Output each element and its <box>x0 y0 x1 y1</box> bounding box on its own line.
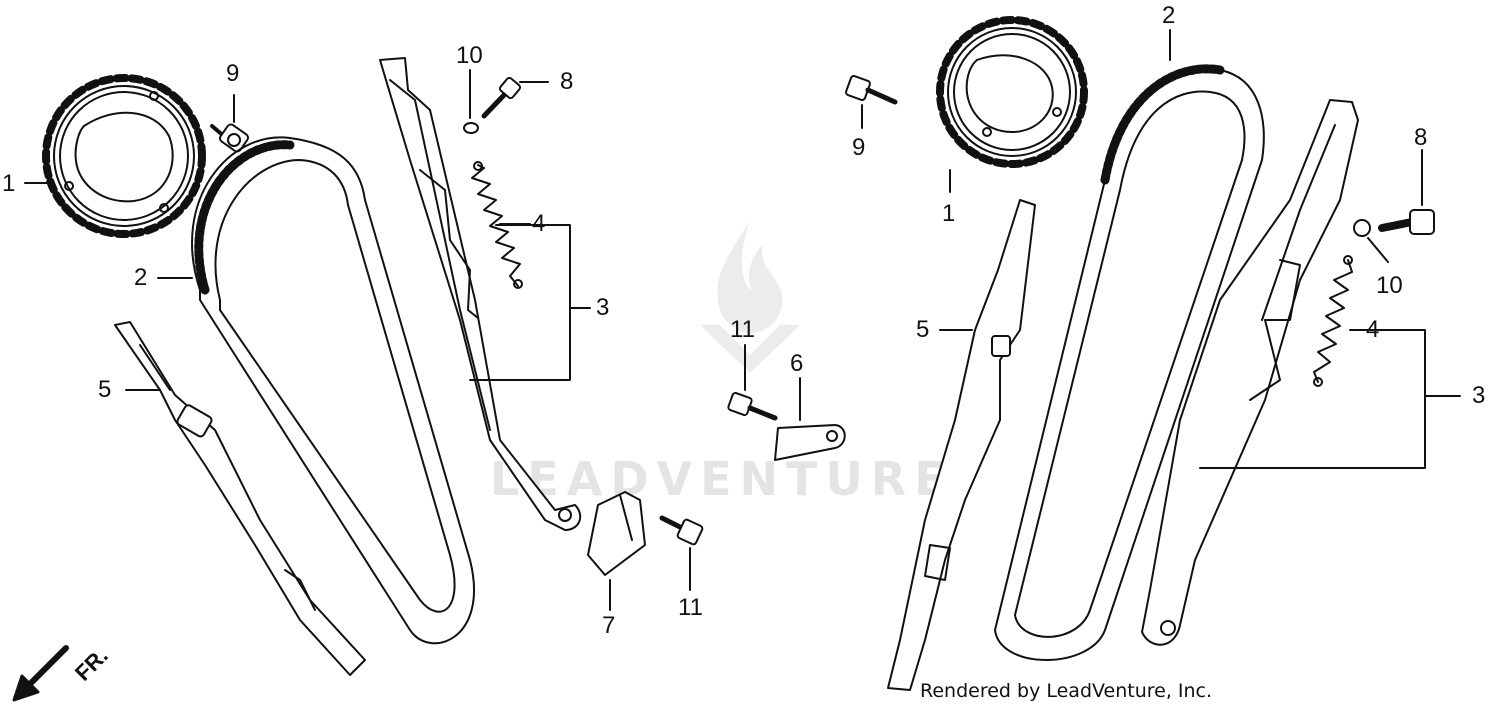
callout-center-7: 7 <box>602 612 616 639</box>
left-washer-10 <box>463 122 479 134</box>
right-tensioner-arm <box>1141 99 1359 646</box>
callout-right-9: 9 <box>852 134 866 161</box>
right-bolt-8 <box>1378 209 1435 235</box>
left-chain-guide <box>114 321 366 676</box>
callout-right-10: 10 <box>1376 272 1403 299</box>
callout-center-6: 6 <box>790 350 804 377</box>
callout-right-8: 8 <box>1414 124 1428 151</box>
callout-left-4: 4 <box>532 210 546 237</box>
right-bolt-9 <box>845 75 898 105</box>
left-bolt-9 <box>210 123 249 153</box>
left-cam-chain <box>191 136 476 645</box>
leadventure-logo-icon <box>700 220 800 373</box>
left-cam-sprocket <box>42 74 206 238</box>
right-cam-sprocket <box>936 16 1088 168</box>
right-washer-10 <box>1353 219 1371 237</box>
callout-left-3: 3 <box>596 294 610 321</box>
render-credit: Rendered by LeadVenture, Inc. <box>920 680 1213 702</box>
right-tensioner-spring <box>1313 255 1353 387</box>
left-tensioner-arm <box>379 57 582 531</box>
callout-left-2: 2 <box>134 264 148 291</box>
callout-left-10: 10 <box>456 42 483 69</box>
center-plate-6 <box>774 424 846 461</box>
right-cam-chain <box>994 64 1265 661</box>
watermark-text: LEADVENTURE <box>490 452 954 506</box>
callout-left-9: 9 <box>226 60 240 87</box>
center-bolt-11a <box>727 391 778 421</box>
callout-left-5: 5 <box>98 376 112 403</box>
callout-right-2: 2 <box>1162 2 1176 29</box>
left-bolt-8 <box>481 76 522 119</box>
center-clip-7 <box>587 491 646 576</box>
callout-center-11b: 11 <box>678 594 703 621</box>
callout-right-3: 3 <box>1472 382 1486 409</box>
center-bolt-11b <box>659 515 704 546</box>
front-direction-arrow-icon <box>12 645 69 702</box>
callout-right-1: 1 <box>942 200 956 227</box>
callout-right-5: 5 <box>916 316 930 343</box>
right-chain-guide <box>887 199 1036 691</box>
left-tensioner-spring <box>471 161 523 289</box>
callout-left-8: 8 <box>560 68 574 95</box>
callout-right-4: 4 <box>1366 316 1380 343</box>
callout-left-1: 1 <box>2 170 16 197</box>
callout-center-11a: 11 <box>730 316 755 343</box>
